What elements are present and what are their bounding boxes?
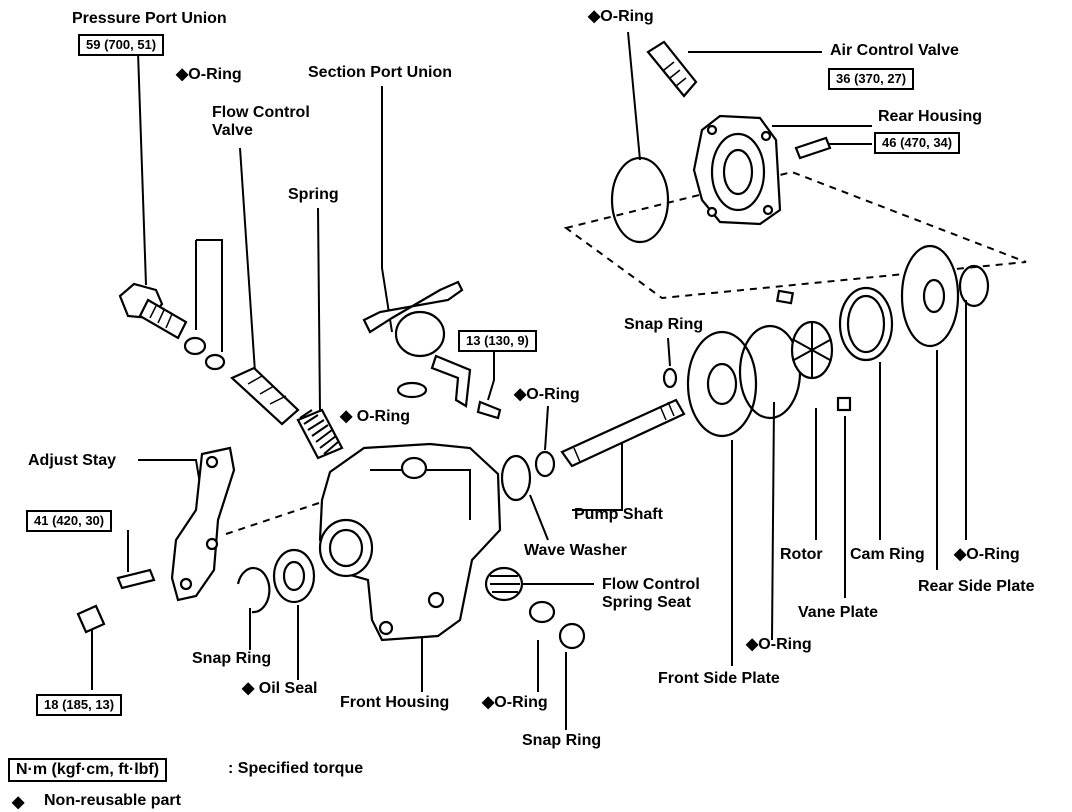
stay-bolt-lower-part [76, 604, 106, 634]
air-control-valve-part [646, 40, 698, 98]
rotor-part [790, 320, 834, 380]
label-oring-rear: ◆O-Ring [954, 546, 1020, 563]
oring-1-part [183, 336, 207, 356]
snap-ring-bottom-part [558, 622, 586, 650]
torque-adjust-stay-lower: 18 (185, 13) [36, 694, 123, 716]
label-flow-control-valve: Flow Control Valve [212, 104, 310, 139]
label-front-housing: Front Housing [340, 694, 450, 711]
rear-housing-part [692, 114, 782, 226]
pump-shaft-part [560, 398, 686, 468]
assembly-outline [563, 170, 1027, 300]
label-oring-1: ◆O-Ring [176, 66, 242, 83]
oring-shaft-part [534, 450, 556, 478]
label-pressure-port-union: Pressure Port Union [72, 10, 227, 27]
legend-torque-box: N·m (kgf·cm, ft·lbf) [8, 758, 168, 782]
vane-plate-part [836, 396, 852, 412]
label-oring-front-plate: ◆O-Ring [746, 636, 812, 653]
torque-stay-bolt: 13 (130, 9) [458, 330, 537, 352]
flow-control-spring-seat-part [484, 566, 524, 602]
label-rear-side-plate: Rear Side Plate [918, 578, 1035, 595]
label-adjust-stay: Adjust Stay [28, 452, 117, 469]
section-port-union-part [362, 280, 472, 408]
wave-washer-part [500, 454, 532, 502]
front-side-plate-part [686, 330, 758, 438]
label-snap-ring-bottom: Snap Ring [522, 732, 602, 749]
torque-pressure-port-union: 59 (700, 51) [78, 34, 165, 56]
label-pump-shaft: Pump Shaft [574, 506, 663, 523]
oring-rear-part [958, 264, 990, 308]
label-oring-shaft: ◆O-Ring [514, 386, 580, 403]
label-snap-ring-shaft: Snap Ring [624, 316, 704, 333]
snap-ring-left-part [236, 567, 271, 614]
label-wave-washer: Wave Washer [524, 542, 627, 559]
pressure-port-union-part [118, 282, 188, 340]
label-flow-control-spring-seat: Flow Control Spring Seat [602, 576, 700, 611]
cam-ring-part [838, 286, 894, 362]
torque-air-control-valve: 36 (370, 27) [828, 68, 915, 90]
rear-side-plate-part [900, 244, 960, 348]
legend-nonreusable-text: Non-reusable part [44, 792, 181, 809]
torque-adjust-stay-upper: 41 (420, 30) [26, 510, 113, 532]
label-rotor: Rotor [780, 546, 823, 563]
legend-torque-text: : Specified torque [228, 760, 364, 777]
oil-seal-part [272, 548, 316, 604]
label-section-port-union: Section Port Union [308, 64, 452, 81]
vane-part [775, 289, 795, 305]
label-rear-housing: Rear Housing [878, 108, 983, 125]
legend-nonreusable-symbol: ◆ [12, 794, 25, 811]
label-vane-plate: Vane Plate [798, 604, 879, 621]
rear-housing-bolt-part [794, 136, 832, 160]
label-oring-top: ◆O-Ring [588, 8, 654, 25]
label-oring-section: ◆ O-Ring [340, 408, 411, 425]
torque-rear-housing: 46 (470, 34) [874, 132, 961, 154]
adjust-stay-part [170, 446, 236, 602]
label-oring-bottom: ◆O-Ring [482, 694, 548, 711]
label-snap-ring-left: Snap Ring [192, 650, 272, 667]
label-spring: Spring [288, 186, 339, 203]
label-front-side-plate: Front Side Plate [658, 670, 780, 687]
flow-control-valve-part [230, 366, 300, 426]
label-oil-seal: ◆ Oil Seal [242, 680, 318, 697]
snap-ring-shaft-part [662, 367, 678, 389]
front-housing-part [318, 442, 502, 642]
stay-bolt-upper-part [116, 568, 156, 590]
oring-bottom-part [528, 600, 556, 624]
oring-top-part [610, 156, 670, 244]
spring-part [296, 408, 344, 460]
label-air-control-valve: Air Control Valve [830, 42, 959, 59]
label-cam-ring: Cam Ring [850, 546, 925, 563]
